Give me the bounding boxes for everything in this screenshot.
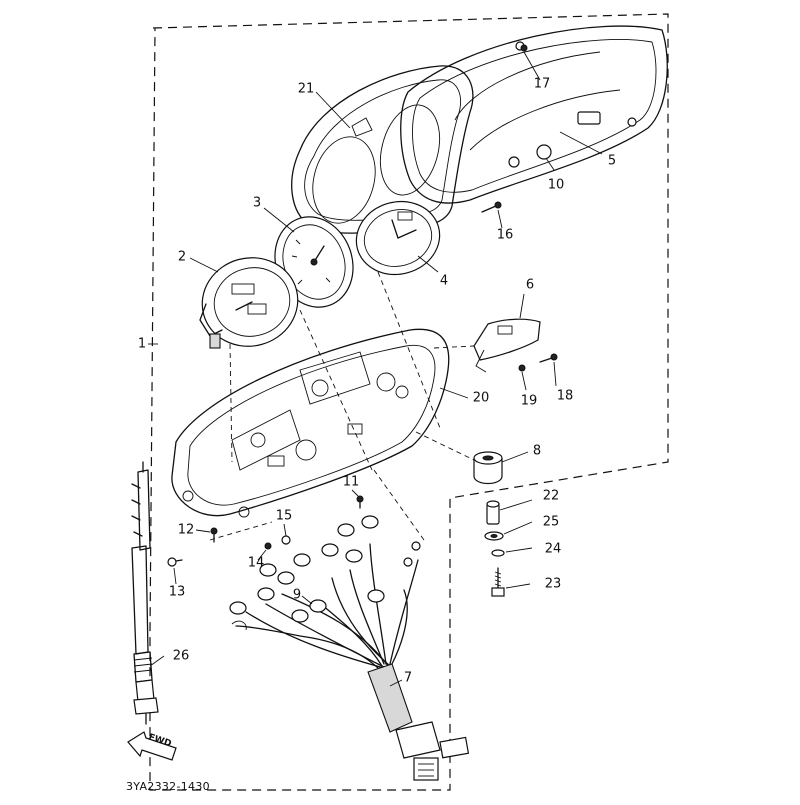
- callout-11: 11: [342, 474, 360, 490]
- collar-part-22: [486, 500, 500, 525]
- callout-4: 4: [439, 273, 449, 289]
- callout-7: 7: [403, 670, 413, 686]
- meter-housing-part-20: [171, 328, 450, 518]
- washer-part-25: [484, 531, 504, 541]
- callout-2: 2: [177, 249, 187, 265]
- screw-part-15: [281, 535, 291, 545]
- callout-6: 6: [525, 277, 535, 293]
- meter-cover-part-5: [400, 25, 668, 204]
- callout-17: 17: [533, 76, 551, 92]
- callout-1: 1: [137, 336, 147, 352]
- nut-part-19: [518, 364, 526, 372]
- callout-10: 10: [547, 177, 565, 193]
- screw-part-13: [167, 557, 183, 567]
- callout-19: 19: [520, 393, 538, 409]
- callout-18: 18: [556, 388, 574, 404]
- leader-lines: [148, 51, 603, 687]
- screw-part-18: [539, 353, 558, 363]
- callout-14: 14: [247, 555, 265, 571]
- callout-20: 20: [472, 390, 490, 406]
- callout-21: 21: [297, 81, 315, 97]
- callout-9: 9: [292, 587, 302, 603]
- callout-15: 15: [275, 508, 293, 524]
- cap-part-10: [536, 144, 552, 160]
- callout-5: 5: [607, 153, 617, 169]
- callout-24: 24: [544, 541, 562, 557]
- part-code: 3YA2332-1430: [126, 780, 210, 793]
- washer-part-24: [491, 549, 505, 557]
- screw-part-11: [356, 495, 364, 509]
- callout-23: 23: [544, 576, 562, 592]
- bolt-part-23: [491, 567, 505, 597]
- callout-16: 16: [496, 227, 514, 243]
- callout-8: 8: [532, 443, 542, 459]
- wire-harness-part-7: [235, 543, 470, 781]
- speedometer-cable-part-26: [131, 461, 159, 725]
- callout-13: 13: [168, 584, 186, 600]
- indicator-unit-part-6: [473, 318, 541, 373]
- screw-part-16: [481, 201, 502, 213]
- damper-part-8: [473, 451, 503, 485]
- gauge-part-4: [355, 200, 441, 276]
- callout-26: 26: [172, 648, 190, 664]
- screw-part-12: [210, 527, 218, 543]
- bulb-sockets-part-9: [229, 515, 421, 631]
- screw-part-17: [520, 44, 528, 52]
- screw-part-14: [264, 542, 272, 550]
- speedometer-part-2: [199, 257, 299, 349]
- callout-22: 22: [542, 488, 560, 504]
- callout-12: 12: [177, 522, 195, 538]
- callout-3: 3: [252, 195, 262, 211]
- callout-25: 25: [542, 514, 560, 530]
- forward-arrow-icon: [127, 731, 177, 761]
